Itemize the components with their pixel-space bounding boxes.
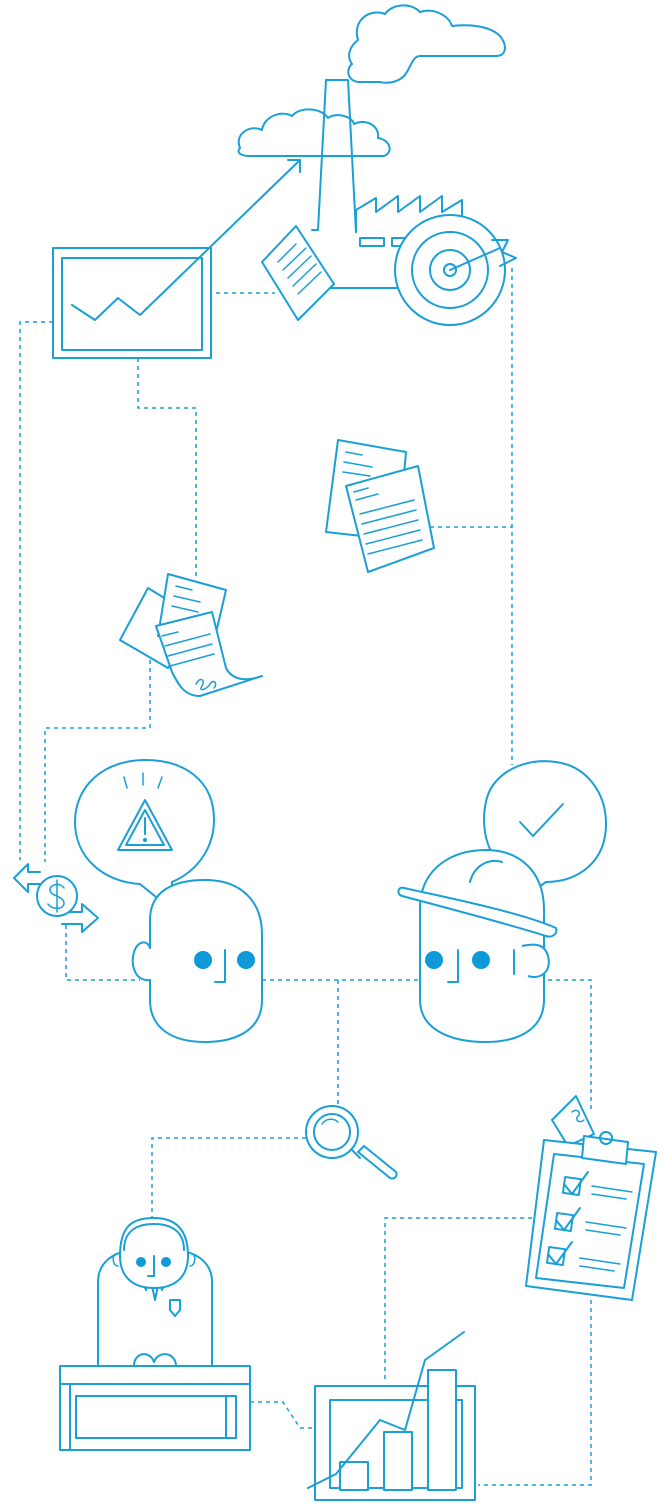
connector-lines — [19, 268, 592, 1486]
warning-bubble-icon — [74, 759, 215, 911]
bar-chart-icon — [307, 1331, 476, 1501]
document-icon — [325, 439, 435, 573]
checklist-clipboard-icon — [525, 1095, 657, 1301]
avatar — [397, 849, 558, 1043]
avatar — [131, 879, 263, 1043]
currency-exchange-icon — [13, 863, 99, 933]
cloud-icon — [237, 108, 391, 157]
contract-icon — [119, 573, 263, 697]
document-icon — [261, 225, 335, 321]
magnifier-icon — [305, 1105, 398, 1180]
business-person-icon — [59, 1217, 251, 1451]
target-icon — [394, 214, 517, 326]
growth-chart-icon — [52, 159, 301, 359]
